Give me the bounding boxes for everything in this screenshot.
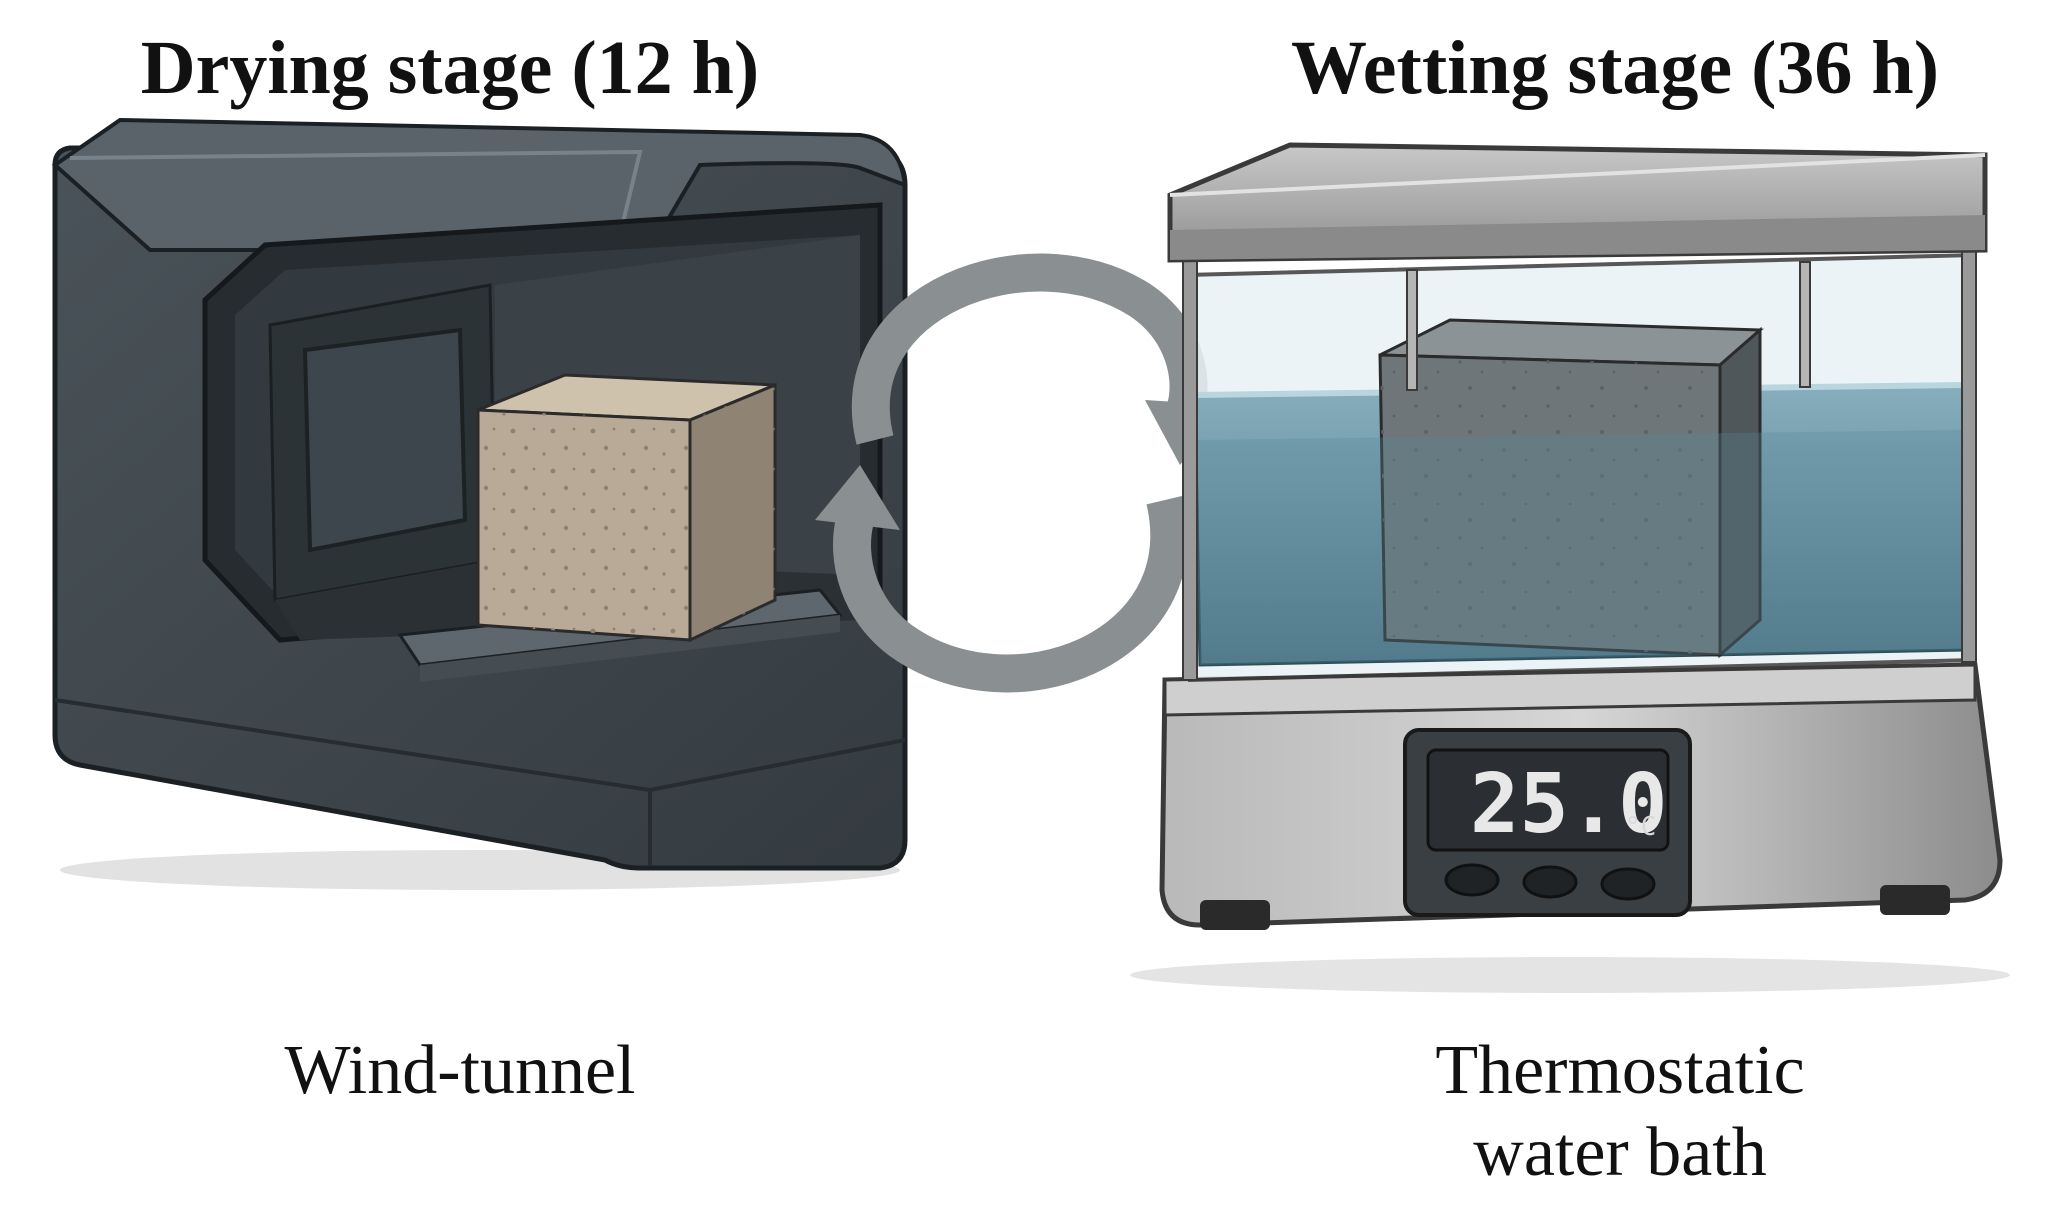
- water-bath-caption-line1: Thermostatic: [1435, 1032, 1805, 1109]
- submerged-specimen-cube: [1378, 318, 1764, 659]
- water-bath: 25.0 °C: [1130, 142, 2010, 993]
- control-button-1[interactable]: [1444, 863, 1500, 897]
- wetting-stage-title: Wetting stage (36 h): [1290, 26, 1940, 110]
- temperature-unit: °C: [1625, 812, 1656, 842]
- temperature-display: 25.0: [1470, 757, 1667, 852]
- water-bath-caption-line2: water bath: [1473, 1114, 1767, 1191]
- control-button-2[interactable]: [1522, 865, 1578, 899]
- water-bath-caption: Thermostatic water bath: [1340, 1030, 1900, 1194]
- control-button-3[interactable]: [1600, 867, 1656, 901]
- sand-specimen-cube: [476, 373, 777, 643]
- wind-tunnel-caption: Wind-tunnel: [284, 1032, 636, 1109]
- wind-tunnel: [51, 117, 908, 890]
- drying-stage-title: Drying stage (12 h): [140, 26, 760, 110]
